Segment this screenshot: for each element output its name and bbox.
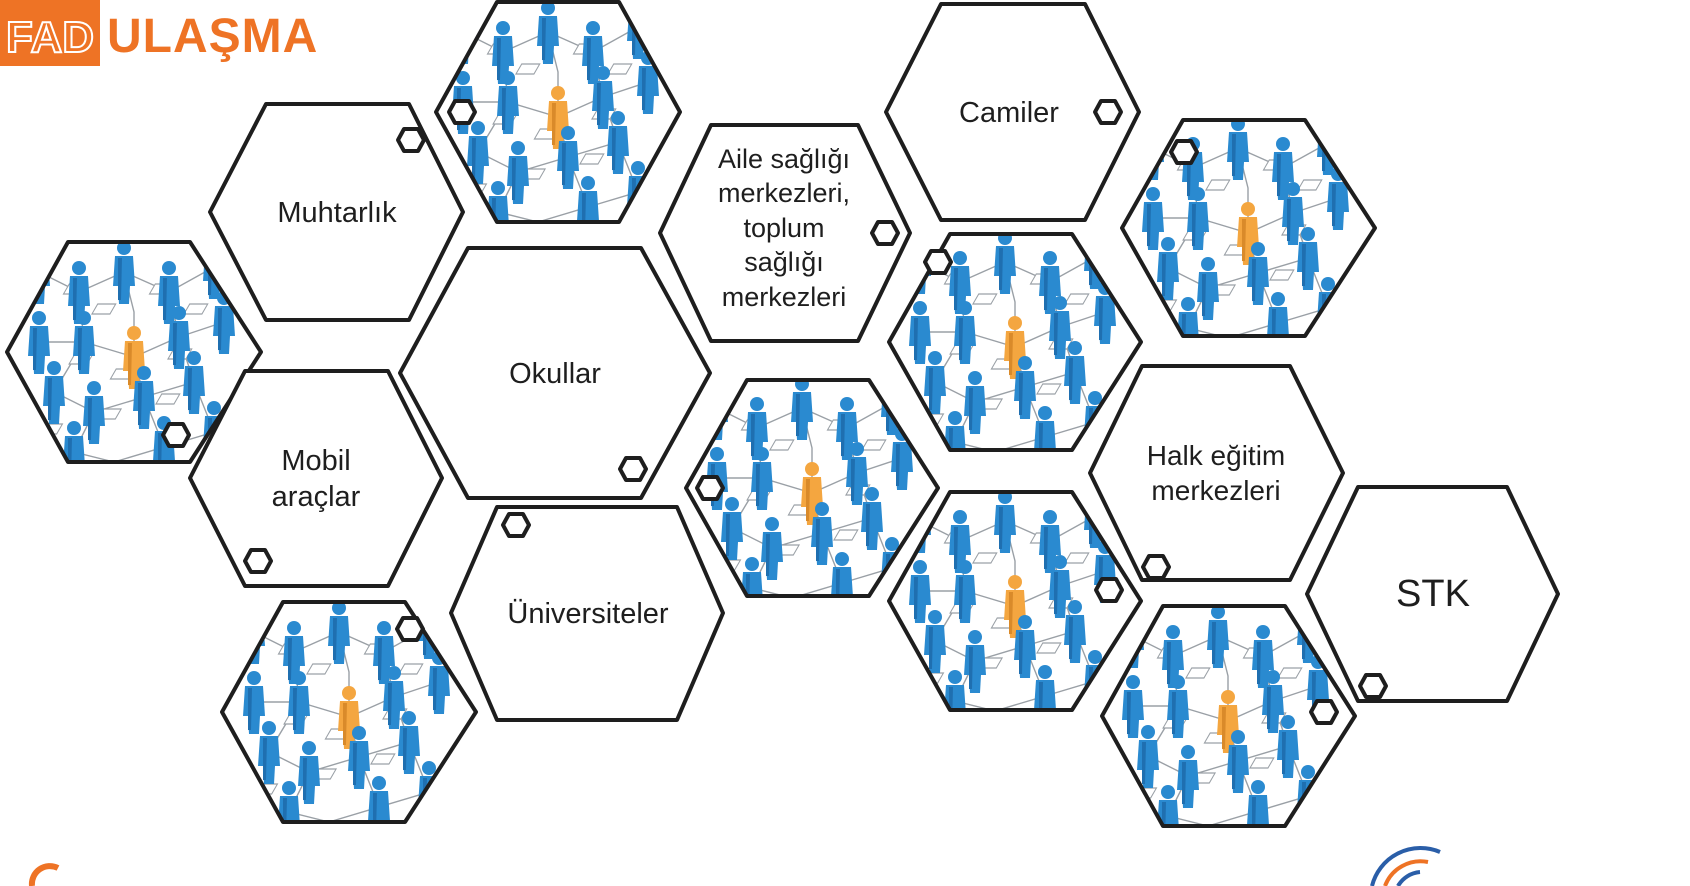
- small-hexagon-icon: [1358, 673, 1388, 699]
- hex-label: merkezleri,: [718, 178, 850, 208]
- image-hexagon: [1120, 118, 1377, 338]
- small-hexagon-icon: [870, 220, 900, 246]
- hex-label: Halk eğitim: [1147, 440, 1285, 471]
- small-hexagon-icon: [161, 422, 191, 448]
- hex-label: sağlığı: [744, 247, 824, 277]
- hex-label: Mobil: [281, 445, 350, 477]
- hex-stk: STK: [1305, 485, 1560, 703]
- hex-okullar: Okullar: [398, 246, 712, 500]
- image-hexagon: [5, 240, 263, 464]
- image-hexagon: [1100, 604, 1357, 828]
- hex-universiteler: Üniversiteler: [449, 505, 725, 722]
- hex-muhtarlik: Muhtarlık: [208, 102, 465, 322]
- small-hexagon-icon: [1094, 577, 1124, 603]
- small-hexagon-icon: [618, 456, 648, 482]
- small-hexagon-icon: [1141, 554, 1171, 580]
- small-hexagon-icon: [447, 99, 477, 125]
- small-hexagon-icon: [395, 616, 425, 642]
- hex-aile-sagligi: Aile sağlığı merkezleri, toplum sağlığı …: [658, 123, 912, 343]
- hex-label: Muhtarlık: [277, 197, 397, 229]
- hex-label: merkezleri: [722, 282, 847, 312]
- hex-halk-egitim: Halk eğitim merkezleri: [1088, 364, 1345, 582]
- hex-label: merkezleri: [1151, 475, 1280, 506]
- small-hexagon-icon: [501, 512, 531, 538]
- image-hexagon: [220, 600, 478, 824]
- hex-label: STK: [1396, 573, 1470, 615]
- fad-logo: FAD: [0, 0, 100, 66]
- hex-label: araçlar: [272, 481, 361, 513]
- small-hexagon-icon: [1309, 699, 1339, 725]
- page-title: ULAŞMA: [107, 10, 319, 63]
- hex-label: Okullar: [509, 358, 601, 390]
- bottom-left-logo-fragment: [28, 863, 60, 886]
- hex-label: Üniversiteler: [507, 598, 668, 630]
- small-hexagon-icon: [396, 127, 426, 153]
- hex-label: Aile sağlığı: [718, 144, 850, 174]
- small-hexagon-icon: [923, 249, 953, 275]
- image-hexagon: [887, 490, 1143, 712]
- bottom-right-logo-fragment: [1370, 846, 1441, 886]
- hex-label: Camiler: [959, 97, 1059, 129]
- hex-camiler: Camiler: [884, 2, 1141, 222]
- hex-label: toplum: [743, 213, 824, 243]
- image-hexagon: [887, 232, 1143, 452]
- small-hexagon-icon: [1169, 139, 1199, 165]
- logo-text: FAD: [6, 13, 94, 62]
- image-hexagon: [684, 378, 940, 598]
- small-hexagon-icon: [1093, 99, 1123, 125]
- small-hexagon-icon: [243, 548, 273, 574]
- image-hexagon: [434, 0, 682, 224]
- hex-mobil-araclar: Mobil araçlar: [188, 369, 444, 588]
- small-hexagon-icon: [695, 475, 725, 501]
